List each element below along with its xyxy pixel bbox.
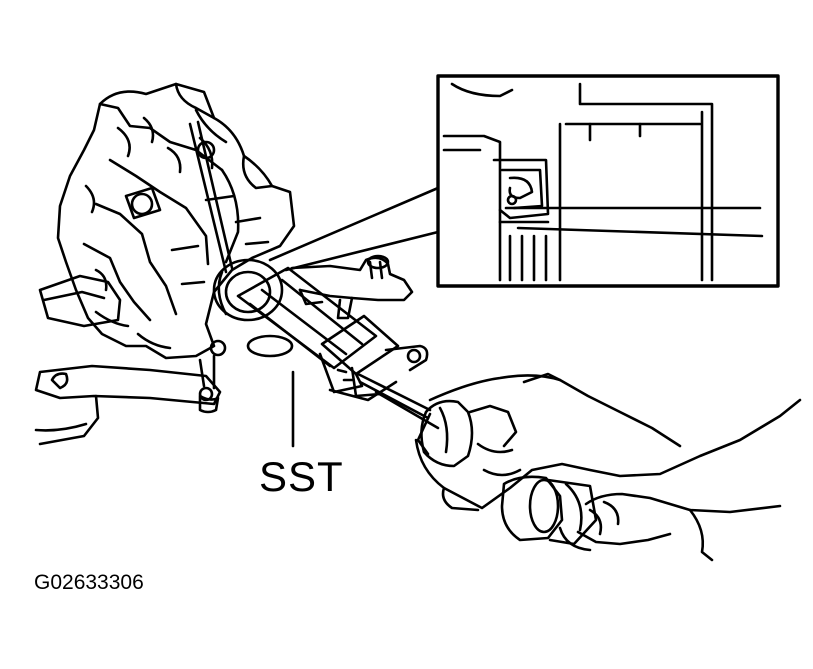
hammer-rod bbox=[356, 372, 474, 468]
shift-linkage bbox=[290, 254, 414, 320]
detail-inset bbox=[436, 74, 780, 288]
support-frame bbox=[34, 274, 222, 446]
lower-hand bbox=[558, 492, 782, 562]
sst-press-tool bbox=[236, 266, 429, 402]
hammer-sleeve bbox=[500, 475, 598, 546]
sst-label: SST bbox=[259, 453, 344, 500]
figure-code: G02633306 bbox=[34, 571, 144, 594]
upper-hand bbox=[414, 372, 802, 512]
callout-leaders bbox=[268, 186, 440, 272]
transmission-housing bbox=[56, 82, 296, 402]
oil-seal bbox=[212, 258, 294, 358]
